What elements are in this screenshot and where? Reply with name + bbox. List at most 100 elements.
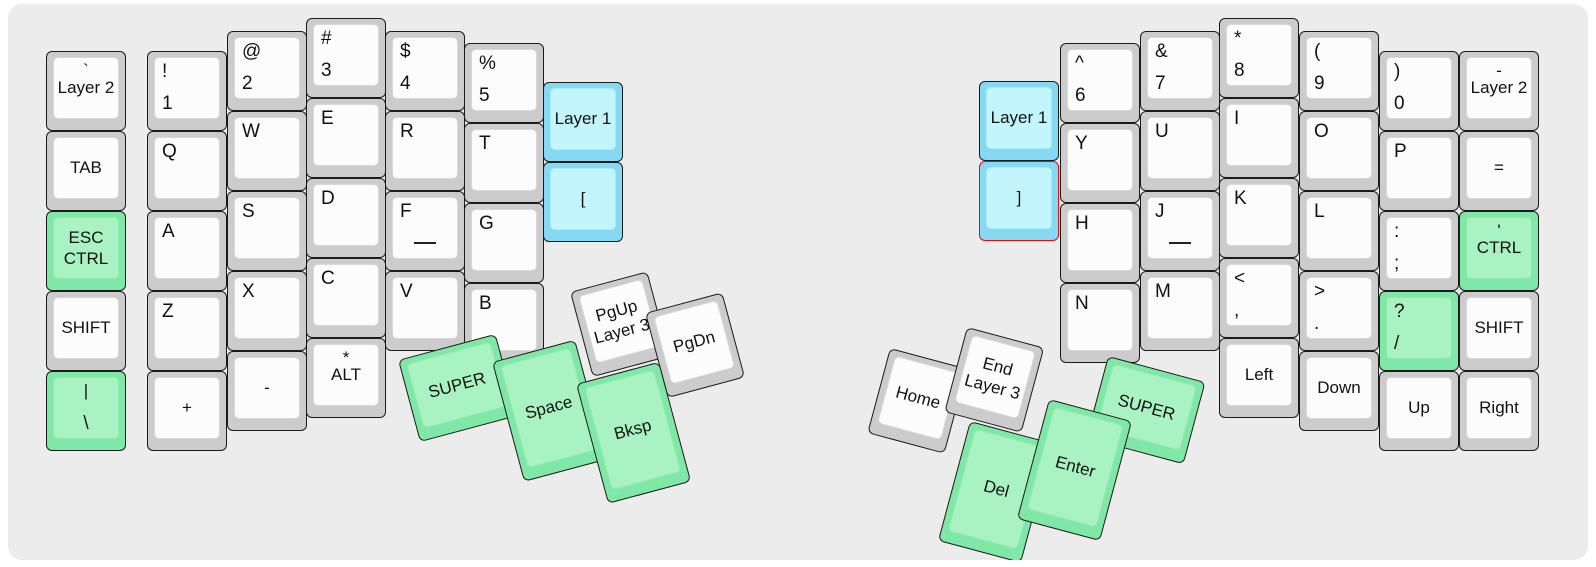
legend-bottom-left: 9 xyxy=(1314,73,1325,95)
key-comma[interactable]: <, xyxy=(1219,258,1299,338)
key-quote-ctrl[interactable]: 'CTRL xyxy=(1459,211,1539,291)
key-p[interactable]: P xyxy=(1379,131,1459,211)
key-v[interactable]: V xyxy=(385,271,465,351)
legend-bottom-left: . xyxy=(1314,313,1320,335)
legend-top-left: * xyxy=(1234,28,1242,49)
legend-center: ] xyxy=(1016,188,1022,208)
key-bracket-right[interactable]: ] xyxy=(979,161,1059,241)
keycap-e: E xyxy=(313,104,379,166)
key-6[interactable]: ^6 xyxy=(1060,43,1140,123)
key-c[interactable]: C xyxy=(306,258,386,338)
key-i[interactable]: I xyxy=(1219,98,1299,178)
legend-top-left: T xyxy=(479,133,491,154)
key-8[interactable]: *8 xyxy=(1219,18,1299,98)
keycap-1: !1 xyxy=(154,57,220,119)
keycap-l: L xyxy=(1306,197,1372,259)
legend-top-left: S xyxy=(242,201,255,222)
key-u[interactable]: U xyxy=(1140,111,1220,191)
legend-top-center: * xyxy=(342,348,350,367)
key-period[interactable]: >. xyxy=(1299,271,1379,351)
keycap-m: M xyxy=(1147,277,1213,339)
key-esc-ctrl[interactable]: ESC CTRL xyxy=(46,211,126,291)
key-z[interactable]: Z xyxy=(147,291,227,371)
key-t[interactable]: T xyxy=(464,123,544,203)
key-7[interactable]: &7 xyxy=(1140,31,1220,111)
key-equals[interactable]: = xyxy=(1459,131,1539,211)
legend-top-center: - xyxy=(1496,61,1502,80)
key-right-arrow[interactable]: Right xyxy=(1459,371,1539,451)
key-h[interactable]: H xyxy=(1060,203,1140,283)
key-9[interactable]: (9 xyxy=(1299,31,1379,111)
keycap-0: )0 xyxy=(1386,57,1452,119)
keycap-semicolon: :; xyxy=(1386,217,1452,279)
key-tab[interactable]: TAB xyxy=(46,131,126,211)
key-layer1-left[interactable]: Layer 1 xyxy=(543,82,623,162)
key-q[interactable]: Q xyxy=(147,131,227,211)
legend-top-left: # xyxy=(321,28,332,49)
key-j[interactable]: J xyxy=(1140,191,1220,271)
legend-top-center: ` xyxy=(83,61,89,80)
key-r[interactable]: R xyxy=(385,111,465,191)
key-down-arrow[interactable]: Down xyxy=(1299,351,1379,431)
key-shift-right[interactable]: SHIFT xyxy=(1459,291,1539,371)
legend-center: CTRL xyxy=(1476,238,1522,258)
key-3[interactable]: #3 xyxy=(306,18,386,98)
key-g[interactable]: G xyxy=(464,203,544,283)
keycap-esc-ctrl: ESC CTRL xyxy=(53,217,119,279)
legend-top-left: R xyxy=(400,121,414,142)
key-end-layer3[interactable]: End Layer 3 xyxy=(944,327,1045,433)
key-pipe-backslash[interactable]: |\ xyxy=(46,371,126,451)
key-minus[interactable]: - xyxy=(227,351,307,431)
key-2[interactable]: @2 xyxy=(227,31,307,111)
keycap-alt: *ALT xyxy=(313,344,379,406)
legend-bottom-left: 5 xyxy=(479,85,490,107)
key-up-arrow[interactable]: Up xyxy=(1379,371,1459,451)
key-4[interactable]: $4 xyxy=(385,31,465,111)
keycap-enter: Enter xyxy=(1026,406,1124,528)
legend-bottom-left: 0 xyxy=(1394,93,1405,115)
key-semicolon[interactable]: :; xyxy=(1379,211,1459,291)
key-s[interactable]: S xyxy=(227,191,307,271)
key-k[interactable]: K xyxy=(1219,178,1299,258)
key-o[interactable]: O xyxy=(1299,111,1379,191)
key-a[interactable]: A xyxy=(147,211,227,291)
key-n[interactable]: N xyxy=(1060,283,1140,363)
legend-top-left: C xyxy=(321,268,335,289)
key-m[interactable]: M xyxy=(1140,271,1220,351)
keycap-v: V xyxy=(392,277,458,339)
keycap-d: D xyxy=(313,184,379,246)
legend-top-left: F xyxy=(400,201,412,222)
key-l[interactable]: L xyxy=(1299,191,1379,271)
key-e[interactable]: E xyxy=(306,98,386,178)
key-f[interactable]: F xyxy=(385,191,465,271)
keycap-h: H xyxy=(1067,209,1133,271)
key-grave-layer2[interactable]: `Layer 2 xyxy=(46,51,126,131)
legend-bottom-left: ; xyxy=(1394,253,1400,275)
key-d[interactable]: D xyxy=(306,178,386,258)
legend-top-left: Z xyxy=(162,301,174,322)
legend-top-left: Q xyxy=(162,141,177,162)
legend-center: [ xyxy=(580,189,586,209)
legend-top-left: ^ xyxy=(1075,53,1084,74)
key-5[interactable]: %5 xyxy=(464,43,544,123)
key-alt[interactable]: *ALT xyxy=(306,338,386,418)
legend-center-stack: ESC CTRL xyxy=(63,227,109,268)
keycap-period: >. xyxy=(1306,277,1372,339)
key-plus[interactable]: + xyxy=(147,371,227,451)
key-layer1-right[interactable]: Layer 1 xyxy=(979,81,1059,161)
legend-center: + xyxy=(182,398,192,418)
key-bracket-left[interactable]: [ xyxy=(543,162,623,242)
key-b[interactable]: B xyxy=(464,283,544,363)
key-dash-layer2[interactable]: -Layer 2 xyxy=(1459,51,1539,131)
key-slash[interactable]: ?/ xyxy=(1379,291,1459,371)
key-enter[interactable]: Enter xyxy=(1016,399,1133,542)
key-x[interactable]: X xyxy=(227,271,307,351)
key-y[interactable]: Y xyxy=(1060,123,1140,203)
key-1[interactable]: !1 xyxy=(147,51,227,131)
legend-top-left: X xyxy=(242,281,255,302)
legend-center: SHIFT xyxy=(1474,318,1524,338)
key-left-arrow[interactable]: Left xyxy=(1219,338,1299,418)
key-shift-left[interactable]: SHIFT xyxy=(46,291,126,371)
key-w[interactable]: W xyxy=(227,111,307,191)
key-0[interactable]: )0 xyxy=(1379,51,1459,131)
